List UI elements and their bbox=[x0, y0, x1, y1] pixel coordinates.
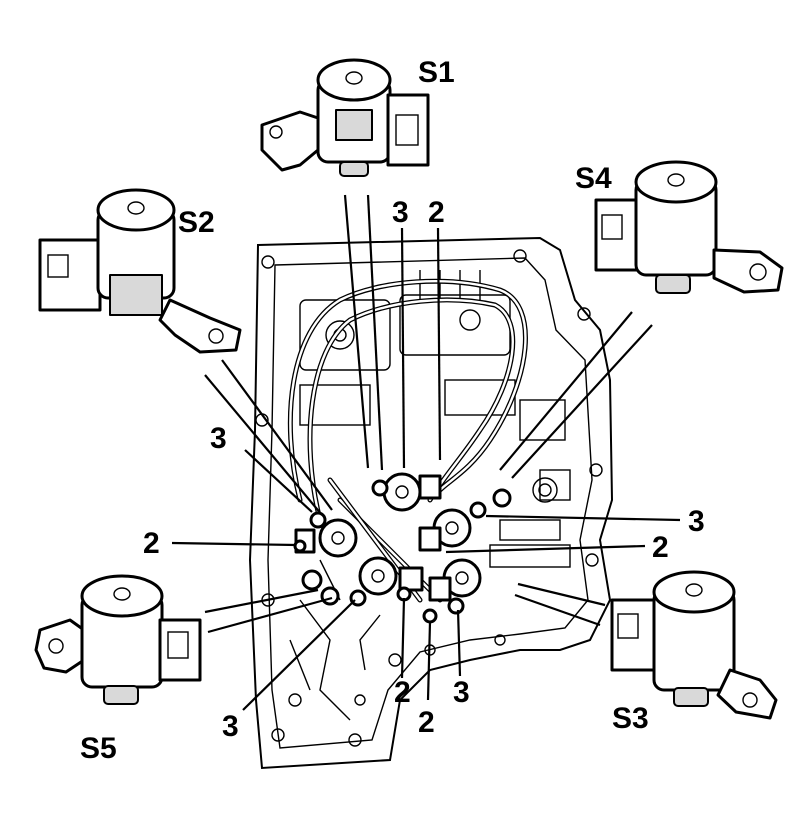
callout-right-upper: 3 bbox=[688, 505, 705, 538]
installed-solenoid-e bbox=[428, 558, 482, 602]
callout-bottom-mid-upper: 2 bbox=[394, 676, 411, 709]
installed-solenoid-c bbox=[418, 508, 472, 552]
callout-top-left: 3 bbox=[392, 196, 409, 229]
solenoid-s2 bbox=[38, 188, 242, 354]
leader-lines bbox=[171, 194, 681, 711]
solenoid-s5 bbox=[34, 574, 202, 705]
solenoid-s4 bbox=[594, 160, 784, 294]
label-s5: S5 bbox=[80, 732, 117, 765]
label-s3: S3 bbox=[612, 702, 649, 735]
label-s2: S2 bbox=[178, 206, 215, 239]
callout-left-lower: 2 bbox=[143, 527, 160, 560]
solenoid-s3 bbox=[610, 570, 778, 720]
callout-left-upper: 3 bbox=[210, 422, 227, 455]
solenoid-s1 bbox=[260, 58, 430, 177]
installed-solenoid-d bbox=[358, 556, 424, 596]
valve-body-plate bbox=[248, 236, 614, 770]
installed-solenoids bbox=[293, 472, 512, 624]
solenoid-labels: S1 S2 S3 S4 S5 bbox=[80, 56, 649, 765]
callout-bottom-right: 3 bbox=[453, 676, 470, 709]
callout-labels: 3 2 3 2 3 2 2 3 2 3 bbox=[143, 196, 705, 743]
callout-right-lower: 2 bbox=[652, 531, 669, 564]
label-s1: S1 bbox=[418, 56, 455, 89]
callout-top-right: 2 bbox=[428, 196, 445, 229]
callout-bottom-left: 3 bbox=[222, 710, 239, 743]
label-s4: S4 bbox=[575, 162, 612, 195]
callout-bottom-mid-lower: 2 bbox=[418, 706, 435, 739]
